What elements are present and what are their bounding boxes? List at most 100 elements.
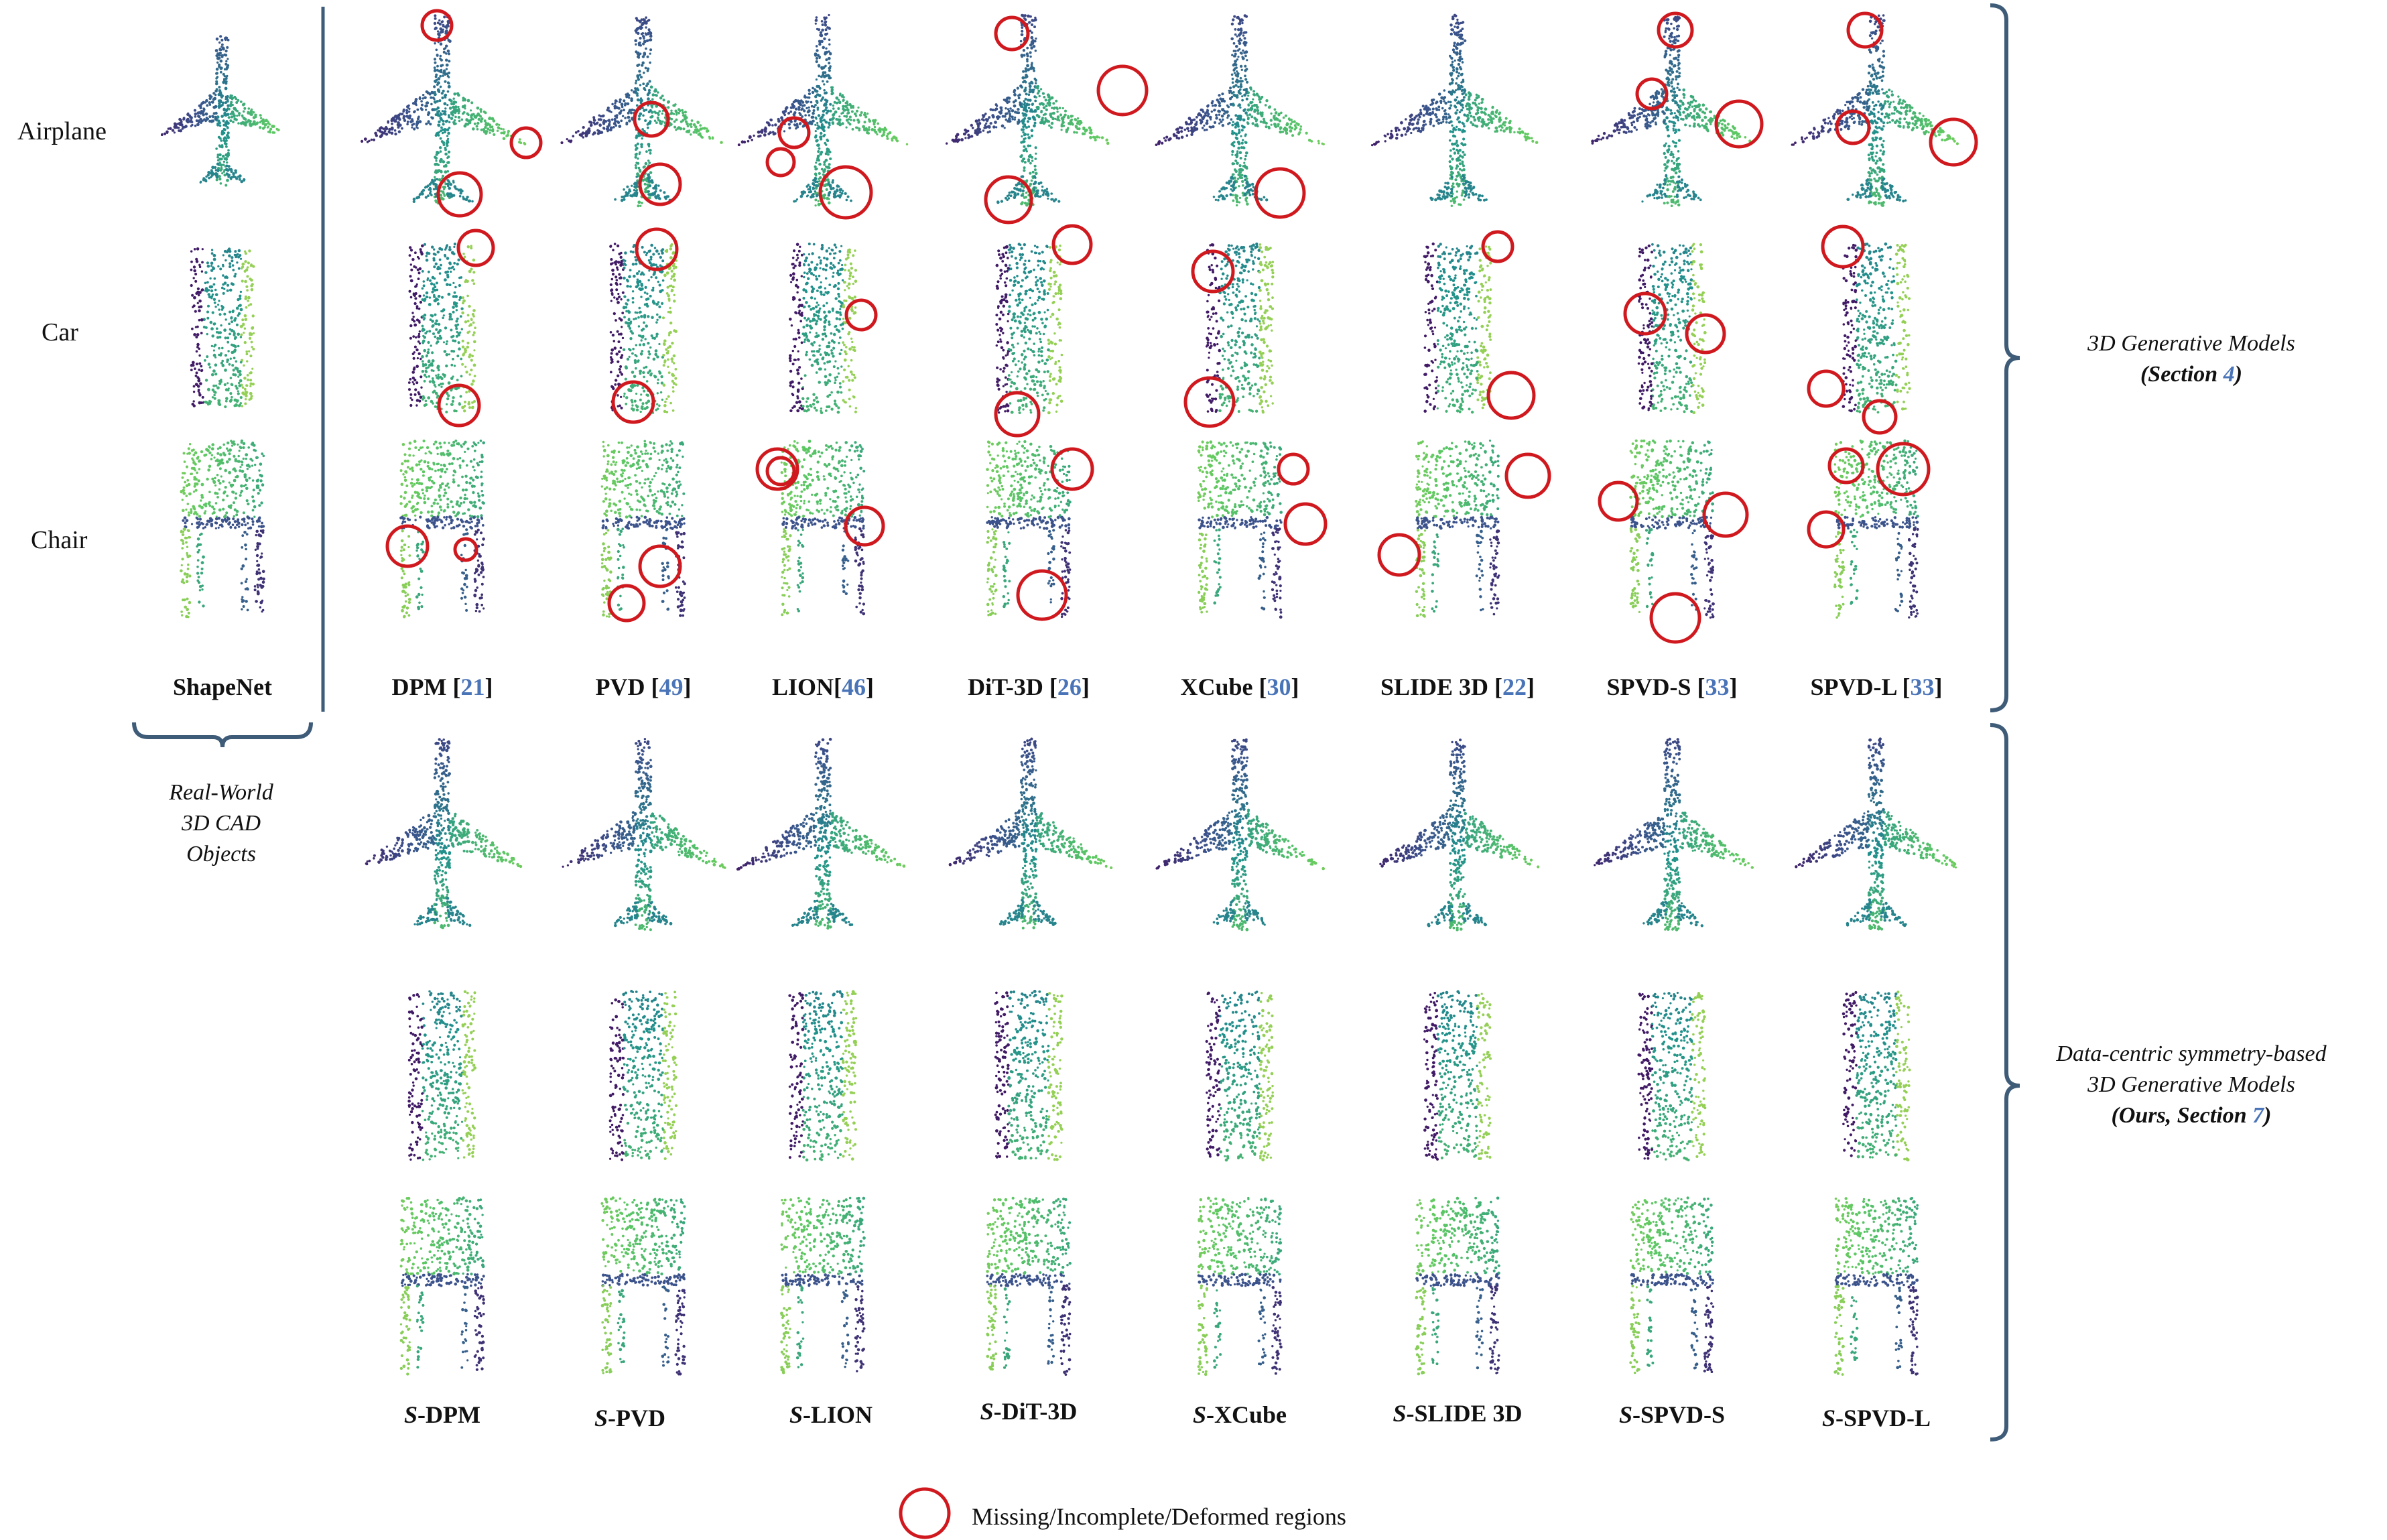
point [430, 103, 433, 106]
point [464, 365, 467, 368]
point [413, 320, 416, 323]
point [454, 439, 458, 442]
point [200, 288, 204, 292]
point [450, 1213, 453, 1216]
point [438, 272, 442, 275]
point [460, 1333, 463, 1336]
point [468, 324, 471, 327]
point [239, 361, 243, 364]
point [214, 306, 217, 308]
point [229, 506, 233, 509]
point [448, 115, 450, 119]
point [239, 469, 242, 472]
point [435, 322, 438, 326]
point [430, 831, 433, 834]
point [442, 141, 446, 145]
point [247, 296, 251, 300]
point [181, 614, 184, 617]
point [496, 846, 499, 849]
point [440, 762, 443, 765]
point [453, 1065, 456, 1068]
point [452, 526, 456, 529]
point [198, 369, 201, 371]
point [409, 275, 412, 278]
point [467, 1015, 470, 1018]
point [251, 346, 253, 348]
point [438, 1056, 440, 1059]
point [261, 599, 264, 602]
point [409, 1113, 411, 1116]
point [206, 264, 210, 268]
point [452, 1098, 455, 1102]
point [409, 378, 412, 381]
point [449, 313, 452, 316]
point [445, 1240, 449, 1244]
point [646, 82, 649, 86]
point [413, 440, 417, 443]
point [250, 284, 253, 287]
point [465, 1096, 468, 1099]
point [203, 511, 206, 515]
point [470, 1062, 473, 1064]
point [223, 174, 227, 177]
point [415, 381, 419, 385]
point [199, 305, 203, 308]
point [455, 309, 458, 312]
point [428, 526, 431, 529]
point [412, 1231, 415, 1234]
point [443, 193, 446, 196]
point [560, 141, 564, 145]
point [470, 485, 474, 488]
point [434, 391, 438, 395]
point [415, 104, 417, 107]
point [192, 466, 196, 470]
point [625, 121, 629, 125]
point [465, 585, 468, 588]
point [401, 1284, 404, 1287]
point [259, 117, 263, 119]
point [434, 1122, 438, 1125]
point [481, 1340, 485, 1344]
point [218, 41, 221, 44]
point [389, 858, 392, 861]
point [423, 1089, 426, 1092]
point [400, 844, 403, 848]
point [428, 182, 432, 186]
point [442, 888, 444, 891]
point [482, 576, 485, 578]
point [473, 375, 476, 377]
point [424, 1200, 427, 1204]
point [249, 277, 252, 281]
point [434, 61, 437, 64]
point [214, 363, 218, 367]
point [456, 355, 460, 358]
point [440, 1043, 444, 1047]
point [420, 1102, 423, 1106]
point [444, 271, 448, 274]
point [419, 395, 423, 399]
point [415, 1114, 419, 1118]
point [233, 275, 237, 278]
point [472, 1001, 476, 1003]
point [222, 274, 224, 277]
point [422, 1061, 426, 1064]
point [478, 1311, 482, 1315]
point [443, 516, 446, 519]
point [448, 1131, 451, 1135]
point [411, 1216, 414, 1219]
point [408, 454, 411, 457]
point [255, 484, 259, 488]
point [206, 401, 209, 405]
point [224, 354, 228, 357]
point [456, 918, 460, 921]
point [458, 194, 462, 198]
point [193, 508, 196, 511]
point [455, 1277, 458, 1281]
point [442, 846, 446, 850]
point [635, 148, 637, 151]
point [190, 283, 193, 287]
point [425, 296, 428, 299]
point [475, 1364, 478, 1366]
point [433, 265, 436, 269]
point [407, 1283, 409, 1287]
